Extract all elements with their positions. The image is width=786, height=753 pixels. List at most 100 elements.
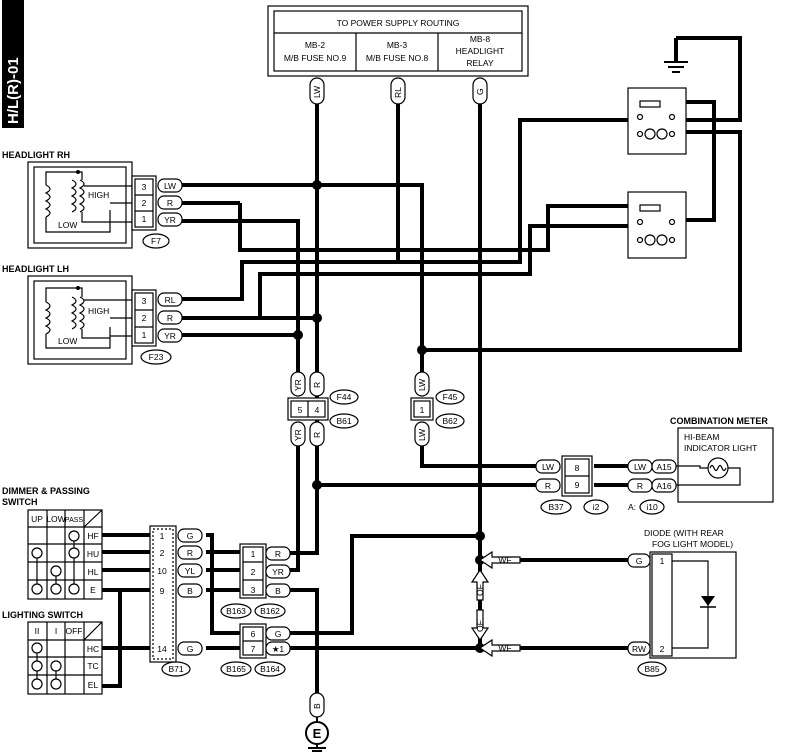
combination-meter: HI-BEAM INDICATOR LIGHT A15 A16 xyxy=(651,427,774,503)
svg-text:9: 9 xyxy=(575,480,580,490)
svg-text:HF: HF xyxy=(87,531,98,541)
svg-text:LW: LW xyxy=(417,429,427,441)
headlight-lh: HIGH LOW 3 2 1 RL R YR F23 xyxy=(27,275,183,365)
svg-text:HI-BEAM: HI-BEAM xyxy=(684,432,719,442)
svg-text:★1: ★1 xyxy=(272,644,285,654)
svg-text:R: R xyxy=(275,549,281,559)
svg-text:R: R xyxy=(545,481,551,491)
svg-text:RW: RW xyxy=(632,644,646,654)
svg-text:6: 6 xyxy=(251,629,256,639)
svg-text:LW: LW xyxy=(542,462,554,472)
svg-text:HU: HU xyxy=(87,549,99,559)
mid-connector: YR R 5 4 YR R F44 B61 xyxy=(287,371,359,447)
mb8-line3: RELAY xyxy=(466,58,494,68)
svg-text:A15: A15 xyxy=(656,462,671,472)
svg-text:1: 1 xyxy=(160,531,165,541)
mb3-line2: M/B FUSE NO.8 xyxy=(366,53,429,63)
connector-b165: 6 7 G ★1 B165 B164 xyxy=(220,623,291,677)
page-tag-text: H/L(R)-01 xyxy=(5,57,22,124)
mb3-line1: MB-3 xyxy=(387,40,408,50)
svg-text:i2: i2 xyxy=(593,502,600,512)
relay-lower xyxy=(627,191,687,259)
svg-text:9: 9 xyxy=(160,586,165,596)
lw-connector: LW 1 LW F45 B62 xyxy=(410,371,465,447)
svg-text:1: 1 xyxy=(251,549,256,559)
svg-text:A:: A: xyxy=(628,502,636,512)
junction-dots xyxy=(293,180,485,653)
svg-text:5: 5 xyxy=(298,405,303,415)
svg-text:LW: LW xyxy=(634,462,646,472)
headlight-lh-high: HIGH xyxy=(88,306,109,316)
ground-e: B E xyxy=(305,692,329,752)
svg-text:2: 2 xyxy=(142,198,147,208)
svg-text:14: 14 xyxy=(157,644,167,654)
svg-text:R: R xyxy=(637,481,643,491)
meter-connector: LW R 8 9 LW R B37 i2 A: i10 xyxy=(535,455,665,515)
svg-text:YR: YR xyxy=(293,379,303,391)
power-title: TO POWER SUPPLY ROUTING xyxy=(337,18,460,28)
svg-text:B165: B165 xyxy=(226,664,246,674)
svg-text:2: 2 xyxy=(160,548,165,558)
svg-text:A16: A16 xyxy=(656,481,671,491)
svg-text:LOW: LOW xyxy=(46,514,65,524)
svg-text:OF: OF xyxy=(475,584,485,596)
svg-text:R: R xyxy=(312,382,322,388)
svg-text:R: R xyxy=(187,548,193,558)
dimmer-switch: UP LOW PASS HF HU HL E xyxy=(27,509,103,600)
svg-text:F44: F44 xyxy=(337,392,352,402)
svg-text:B85: B85 xyxy=(644,664,659,674)
svg-text:YR: YR xyxy=(293,429,303,441)
diode-title-2: FOG LIGHT MODEL) xyxy=(652,539,733,549)
ground-symbol-top xyxy=(664,38,688,73)
svg-text:B: B xyxy=(312,703,322,709)
svg-text:2: 2 xyxy=(660,644,665,654)
svg-text:3: 3 xyxy=(142,182,147,192)
svg-text:RL: RL xyxy=(393,87,403,98)
svg-text:WF: WF xyxy=(498,643,511,653)
svg-text:OF: OF xyxy=(475,620,485,632)
svg-text:B163: B163 xyxy=(226,606,246,616)
svg-text:I: I xyxy=(55,626,57,636)
svg-text:i10: i10 xyxy=(646,502,658,512)
page-tag: H/L(R)-01 xyxy=(2,0,24,128)
svg-text:8: 8 xyxy=(575,463,580,473)
svg-text:1: 1 xyxy=(420,405,425,415)
svg-text:10: 10 xyxy=(157,566,167,576)
svg-text:1: 1 xyxy=(142,330,147,340)
svg-text:F23: F23 xyxy=(149,352,164,362)
headlight-rh-high: HIGH xyxy=(88,190,109,200)
svg-text:B164: B164 xyxy=(260,664,280,674)
power-wire-pills: LW RL G xyxy=(309,77,488,105)
dimmer-title-2: SWITCH xyxy=(2,497,38,507)
svg-text:B61: B61 xyxy=(336,416,351,426)
svg-text:RL: RL xyxy=(165,295,176,305)
svg-text:B37: B37 xyxy=(548,502,563,512)
lighting-switch: II I OFF HC TC EL xyxy=(27,621,103,695)
svg-text:B162: B162 xyxy=(260,606,280,616)
svg-text:TC: TC xyxy=(87,661,98,671)
dimmer-title-1: DIMMER & PASSING xyxy=(2,486,90,496)
headlight-rh: HIGH LOW 3 2 1 LW R YR F7 xyxy=(27,161,183,249)
svg-text:YR: YR xyxy=(272,567,284,577)
headlight-lh-title: HEADLIGHT LH xyxy=(2,264,69,274)
svg-text:OFF: OFF xyxy=(66,626,83,636)
headlight-rh-title: HEADLIGHT RH xyxy=(2,150,70,160)
diode-b85: 1 2 G RW B85 xyxy=(627,551,737,677)
svg-text:2: 2 xyxy=(251,567,256,577)
svg-text:YL: YL xyxy=(185,566,196,576)
power-supply-box: TO POWER SUPPLY ROUTING MB-2 M/B FUSE NO… xyxy=(267,5,529,77)
svg-text:3: 3 xyxy=(142,296,147,306)
svg-text:WF: WF xyxy=(498,555,511,565)
svg-text:G: G xyxy=(187,531,194,541)
svg-text:YR: YR xyxy=(164,215,176,225)
combination-meter-title: COMBINATION METER xyxy=(670,416,768,426)
svg-text:B: B xyxy=(275,586,281,596)
svg-text:1: 1 xyxy=(660,556,665,566)
headlight-rh-low: LOW xyxy=(58,220,77,230)
wires xyxy=(86,36,742,693)
svg-text:G: G xyxy=(275,629,282,639)
svg-text:G: G xyxy=(475,88,485,95)
svg-text:YR: YR xyxy=(164,331,176,341)
svg-text:F7: F7 xyxy=(151,236,161,246)
